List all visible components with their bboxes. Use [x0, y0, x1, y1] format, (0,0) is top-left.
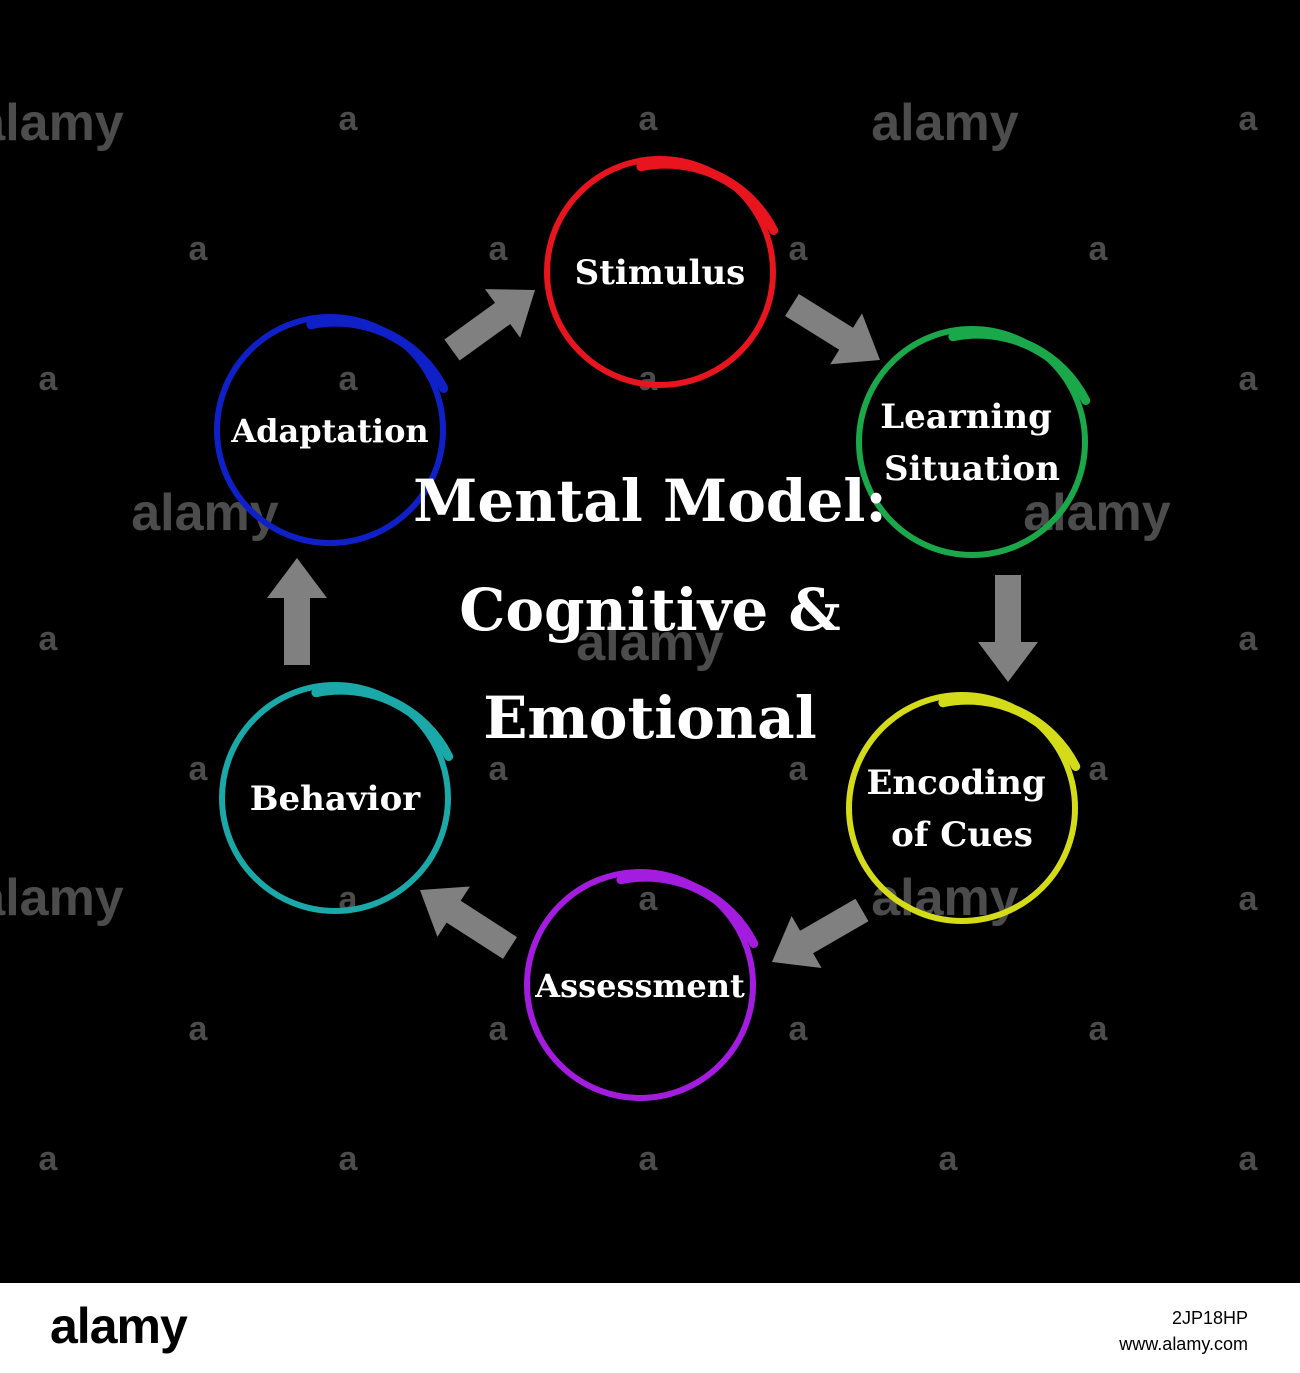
- watermark-text: a: [339, 1140, 359, 1178]
- node-stimulus: Stimulus: [544, 156, 779, 388]
- adaptation-brush-stroke: [306, 317, 449, 393]
- watermark-layer: alamyalamyalamyalamyalamyalamyalamyaaaaa…: [0, 94, 1259, 1178]
- alamy-logo: alamy: [50, 1298, 188, 1354]
- node-learning-situation: Learning Situation: [856, 326, 1091, 558]
- title-line-3: Emotional: [483, 684, 817, 752]
- learning-situation-brush-stroke: [948, 329, 1091, 405]
- watermark-text: a: [189, 1010, 209, 1048]
- watermark-text: alamy: [1023, 484, 1171, 542]
- stimulus-circle: [544, 156, 776, 388]
- image-id: 2JP18HP: [1171, 1308, 1248, 1328]
- assessment-circle: [524, 869, 756, 1101]
- watermark-text: a: [339, 100, 359, 138]
- learning-situation-label: Learning Situation: [880, 397, 1063, 489]
- stimulus-brush-stroke: [636, 159, 779, 235]
- watermark-text: a: [639, 880, 659, 918]
- watermark-text: a: [639, 360, 659, 398]
- learning-situation-circle: [856, 326, 1088, 558]
- cycle-diagram: alamyalamyalamyalamyalamyalamyalamyaaaaa…: [0, 94, 1259, 1178]
- node-assessment: Assessment: [524, 869, 759, 1101]
- arrow-assessment-to-behavior: [420, 886, 517, 959]
- node-encoding-of-cues: Encoding of Cues: [846, 692, 1081, 924]
- image-info: 2JP18HP www.alamy.com: [1119, 1305, 1248, 1357]
- arrow-behavior-to-adaptation: [267, 558, 327, 665]
- encoding-of-cues-brush-stroke: [938, 695, 1081, 771]
- title-line-1: Mental Model:: [413, 467, 887, 535]
- stimulus-label: Stimulus: [575, 253, 746, 293]
- encoding-of-cues-label: Encoding of Cues: [866, 763, 1057, 855]
- arrow-encoding-of-cues-to-assessment: [772, 898, 869, 968]
- assessment-label: Assessment: [534, 967, 745, 1005]
- behavior-brush-stroke: [311, 685, 454, 761]
- watermark-text: a: [789, 1010, 809, 1048]
- watermark-text: a: [1239, 620, 1259, 658]
- watermark-text: a: [39, 1140, 59, 1178]
- watermark-text: a: [1089, 230, 1109, 268]
- watermark-text: a: [1089, 750, 1109, 788]
- arrow-learning-situation-to-encoding-of-cues: [978, 575, 1038, 682]
- watermark-text: a: [639, 100, 659, 138]
- arrow-stimulus-to-learning-situation: [785, 294, 880, 365]
- watermark-text: a: [1089, 1010, 1109, 1048]
- behavior-circle: [219, 682, 451, 914]
- watermark-text: a: [489, 230, 509, 268]
- arrows-layer: [267, 289, 1038, 968]
- watermark-text: a: [1239, 360, 1259, 398]
- watermark-text: a: [189, 230, 209, 268]
- assessment-brush-stroke: [616, 872, 759, 948]
- encoding-of-cues-circle: [846, 692, 1078, 924]
- watermark-text: a: [339, 360, 359, 398]
- watermark-text: a: [789, 750, 809, 788]
- adaptation-label: Adaptation: [230, 412, 428, 450]
- watermark-text: a: [39, 360, 59, 398]
- watermark-text: alamy: [0, 869, 124, 927]
- arrow-adaptation-to-stimulus: [444, 289, 535, 361]
- watermark-text: a: [789, 230, 809, 268]
- watermark-text: a: [489, 750, 509, 788]
- watermark-text: alamy: [576, 614, 724, 672]
- watermark-text: a: [39, 620, 59, 658]
- site-url: www.alamy.com: [1119, 1334, 1248, 1354]
- watermark-text: alamy: [871, 94, 1019, 152]
- watermark-text: alamy: [0, 94, 124, 152]
- behavior-label: Behavior: [250, 779, 421, 819]
- watermark-text: a: [1239, 880, 1259, 918]
- watermark-text: a: [939, 1140, 959, 1178]
- watermark-text: a: [1239, 100, 1259, 138]
- watermark-text: a: [639, 1140, 659, 1178]
- title-line-2: Cognitive &: [459, 576, 841, 644]
- adaptation-circle: [214, 314, 446, 546]
- node-behavior: Behavior: [219, 682, 454, 914]
- stock-footer: alamy 2JP18HP www.alamy.com: [0, 1283, 1300, 1373]
- watermark-text: a: [189, 750, 209, 788]
- watermark-text: a: [1239, 1140, 1259, 1178]
- node-adaptation: Adaptation: [214, 314, 449, 546]
- watermark-text: a: [489, 1010, 509, 1048]
